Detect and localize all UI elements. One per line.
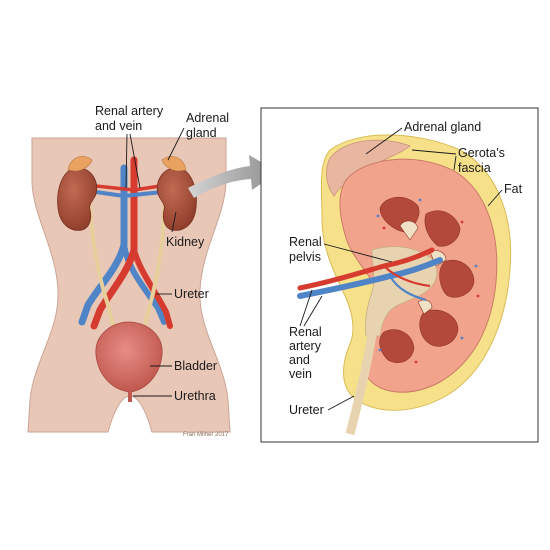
signature: Fran Milner 2017 — [183, 432, 229, 438]
detail-label-gerotas-fascia-1: Gerota's — [458, 146, 505, 160]
detail-label-renal-pelvis-1: Renal — [289, 235, 322, 249]
label-kidney: Kidney — [166, 235, 205, 249]
right-kidney — [156, 167, 197, 231]
label-renal-artery-vein-2: and vein — [95, 119, 142, 133]
aorta-right — [131, 247, 173, 329]
right-adrenal-gland — [161, 156, 187, 172]
svg-text:Adrenal gland: Adrenal gland — [186, 111, 233, 140]
detail-label-renal-artery-vein-2: artery — [289, 339, 322, 353]
svg-text:Gerota's fascia: Gerota's fascia — [458, 146, 508, 175]
bladder — [95, 321, 163, 393]
vena-cava-right — [121, 242, 167, 325]
detail-labels: Adrenal gland Gerota's fascia Fat Renal … — [289, 120, 523, 417]
label-urethra: Urethra — [174, 389, 216, 403]
svg-text:Renal artery and vein: Renal artery and vein — [95, 104, 167, 133]
label-adrenal-gland-1: Adrenal — [186, 111, 229, 125]
label-ureter: Ureter — [174, 287, 209, 301]
svg-text:Renal artery and: Renal artery and vein — [289, 325, 325, 381]
label-bladder: Bladder — [174, 359, 217, 373]
label-renal-artery-vein-1: Renal artery — [95, 104, 164, 118]
detail-label-renal-pelvis-2: pelvis — [289, 250, 321, 264]
detail-label-renal-artery-vein-1: Renal — [289, 325, 322, 339]
detail-label-adrenal-gland: Adrenal gland — [404, 120, 481, 134]
svg-text:Renal pelvis: Renal pelvis — [289, 235, 325, 264]
detail-label-gerotas-fascia-2: fascia — [458, 161, 491, 175]
label-adrenal-gland-2: gland — [186, 126, 217, 140]
detail-renal-artery — [297, 247, 435, 291]
detail-label-ureter: Ureter — [289, 403, 324, 417]
capillary-dots — [376, 198, 480, 364]
detail-renal-vein — [297, 257, 443, 299]
detail-label-renal-artery-vein-4: vein — [289, 367, 312, 381]
detail-label-fat: Fat — [504, 182, 523, 196]
body-labels: Renal artery and vein Adrenal gland Kidn… — [95, 104, 233, 403]
torso-illustration: Fran Milner 2017 — [27, 137, 231, 438]
zoom-arrow — [188, 155, 278, 198]
medulla-pyramids — [379, 196, 475, 363]
detail-label-renal-artery-vein-3: and — [289, 353, 310, 367]
left-adrenal-gland — [67, 156, 93, 172]
left-kidney — [57, 167, 98, 231]
kidney-cross-section — [297, 134, 512, 436]
detail-ureter — [345, 333, 377, 436]
